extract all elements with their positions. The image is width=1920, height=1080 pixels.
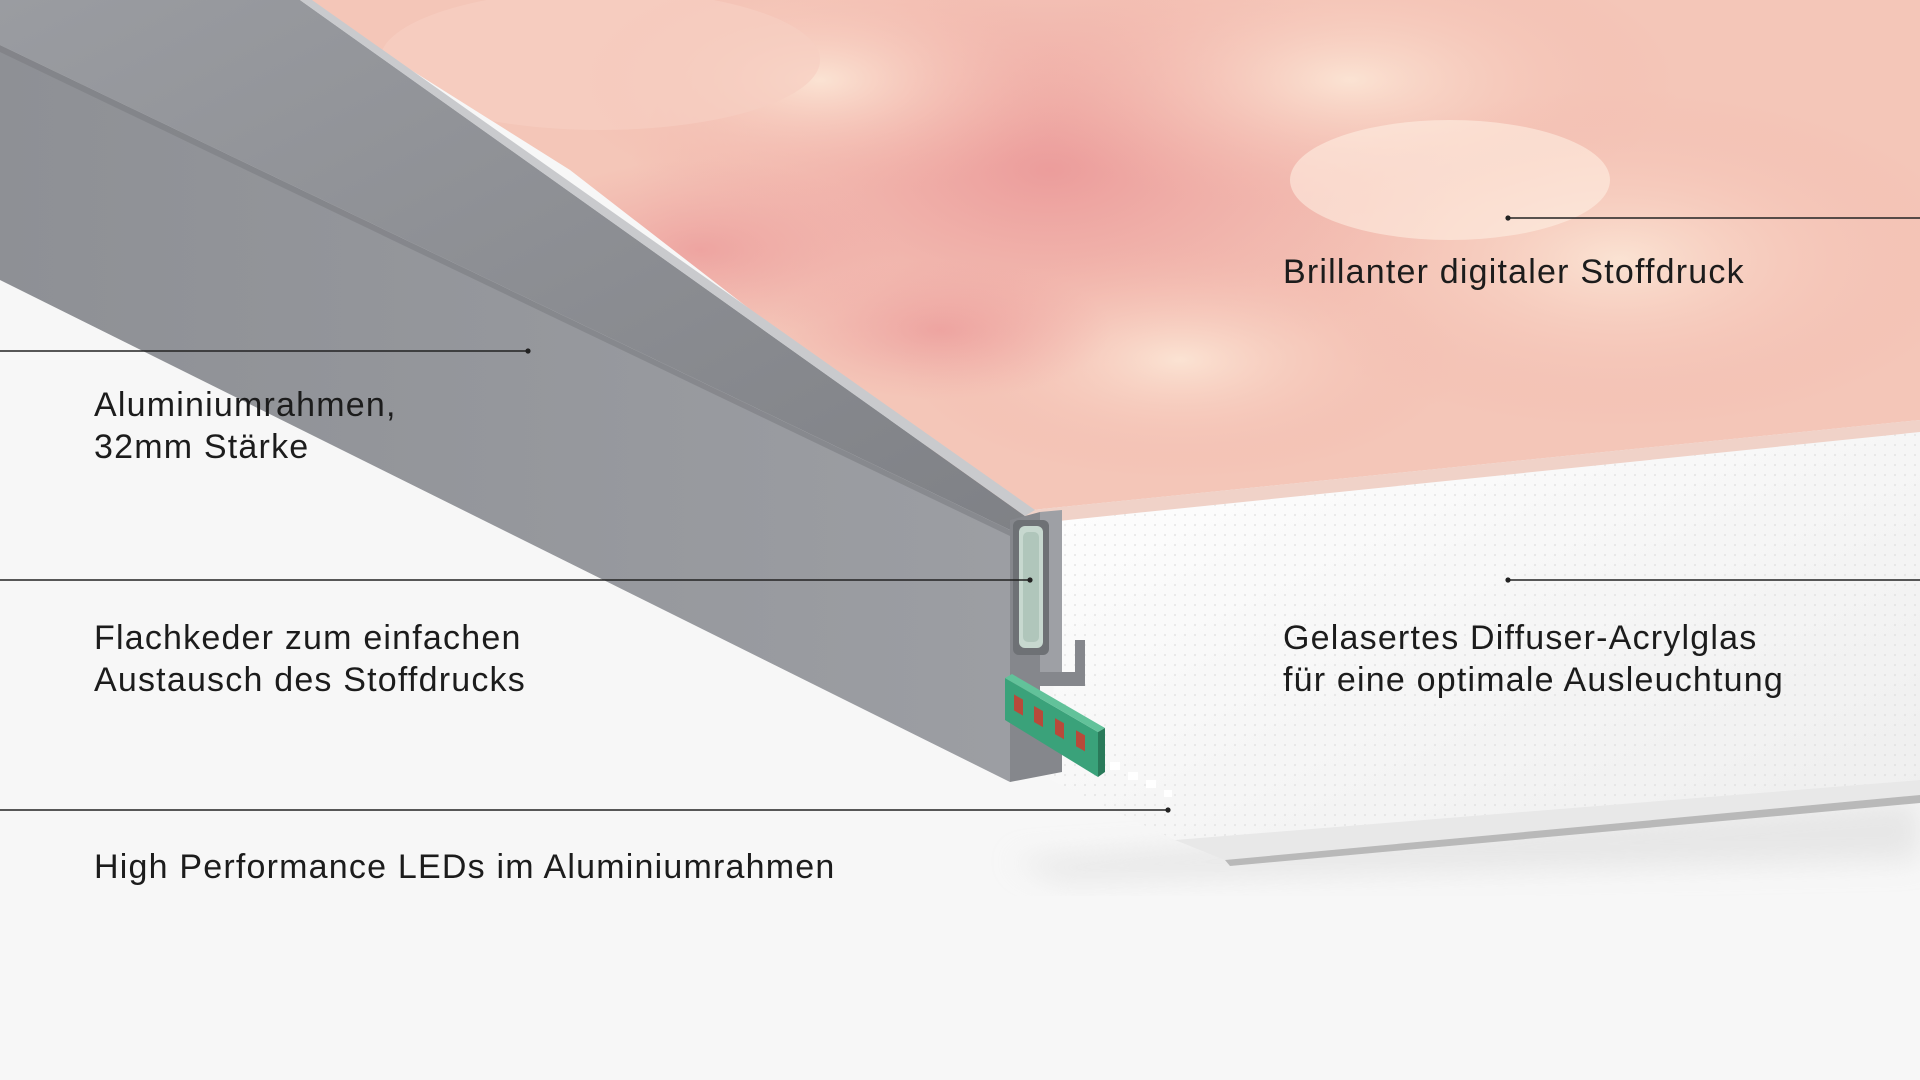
fabric-print: [300, 0, 1920, 512]
led-strip: [1005, 674, 1105, 777]
callout-leds: High Performance LEDs im Aluminiumrahmen: [94, 846, 835, 888]
callout-leds-line-1: High Performance LEDs im Aluminiumrahmen: [94, 848, 836, 886]
callout-aluminium-frame-line-1: Aluminiumrahmen,: [94, 386, 397, 424]
callout-aluminium-frame-line-2: 32mm Stärke: [94, 428, 310, 466]
callout-diffuser: Gelasertes Diffuser-Acrylglas für eine o…: [1283, 617, 1784, 701]
diffuser-acrylic-plate: [1050, 425, 1920, 866]
callout-keder-line-1: Flachkeder zum einfachen: [94, 619, 522, 657]
aluminium-frame: [0, 0, 1025, 530]
callout-fabric-print-line-1: Brillanter digitaler Stoffdruck: [1283, 253, 1745, 291]
callout-diffuser-line-2: für eine optimale Ausleuchtung: [1283, 661, 1784, 699]
callout-diffuser-line-1: Gelasertes Diffuser-Acrylglas: [1283, 619, 1758, 657]
leader-lines: [0, 215, 1920, 813]
flachkeder: [1013, 520, 1049, 655]
callout-aluminium-frame: Aluminiumrahmen, 32mm Stärke: [94, 384, 397, 468]
callout-keder: Flachkeder zum einfachen Austausch des S…: [94, 617, 526, 701]
callout-keder-line-2: Austausch des Stoffdrucks: [94, 661, 526, 699]
callout-fabric-print: Brillanter digitaler Stoffdruck: [1283, 251, 1745, 293]
